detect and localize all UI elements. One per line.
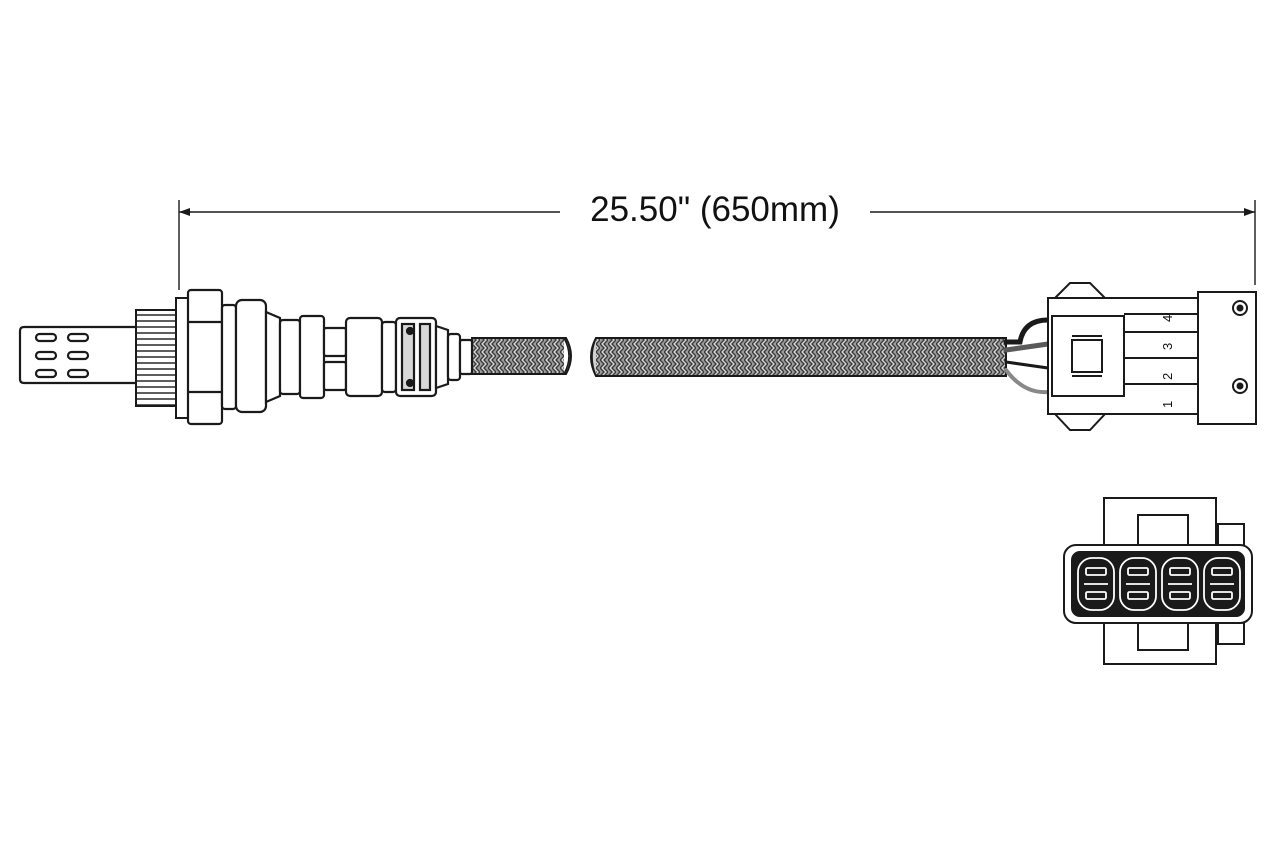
connector-pin-cavities — [1077, 557, 1241, 611]
pin-contact — [1211, 591, 1233, 600]
pin-contact — [1085, 567, 1107, 576]
pin-contact — [1169, 591, 1191, 600]
pin-number: 2 — [1160, 373, 1175, 380]
length-dimension-label: 25.50" (650mm) — [560, 188, 870, 232]
sensor-body — [234, 298, 474, 414]
threaded-section — [135, 297, 189, 419]
pin-number: 3 — [1160, 343, 1175, 350]
pin-contact — [1169, 567, 1191, 576]
braided-cable — [471, 337, 1007, 377]
sensor-tip — [18, 325, 140, 385]
pin-contact — [1127, 591, 1149, 600]
connector-side-view — [1047, 282, 1257, 431]
hex-nut — [186, 288, 238, 426]
connector-wires — [1003, 317, 1051, 395]
pin-number: 1 — [1160, 401, 1175, 408]
pin-numbers: 1 2 3 4 — [1160, 315, 1175, 408]
pin-contact — [1085, 591, 1107, 600]
pin-number: 4 — [1160, 315, 1175, 322]
pin-contact — [1127, 567, 1149, 576]
pin-contact — [1211, 567, 1233, 576]
